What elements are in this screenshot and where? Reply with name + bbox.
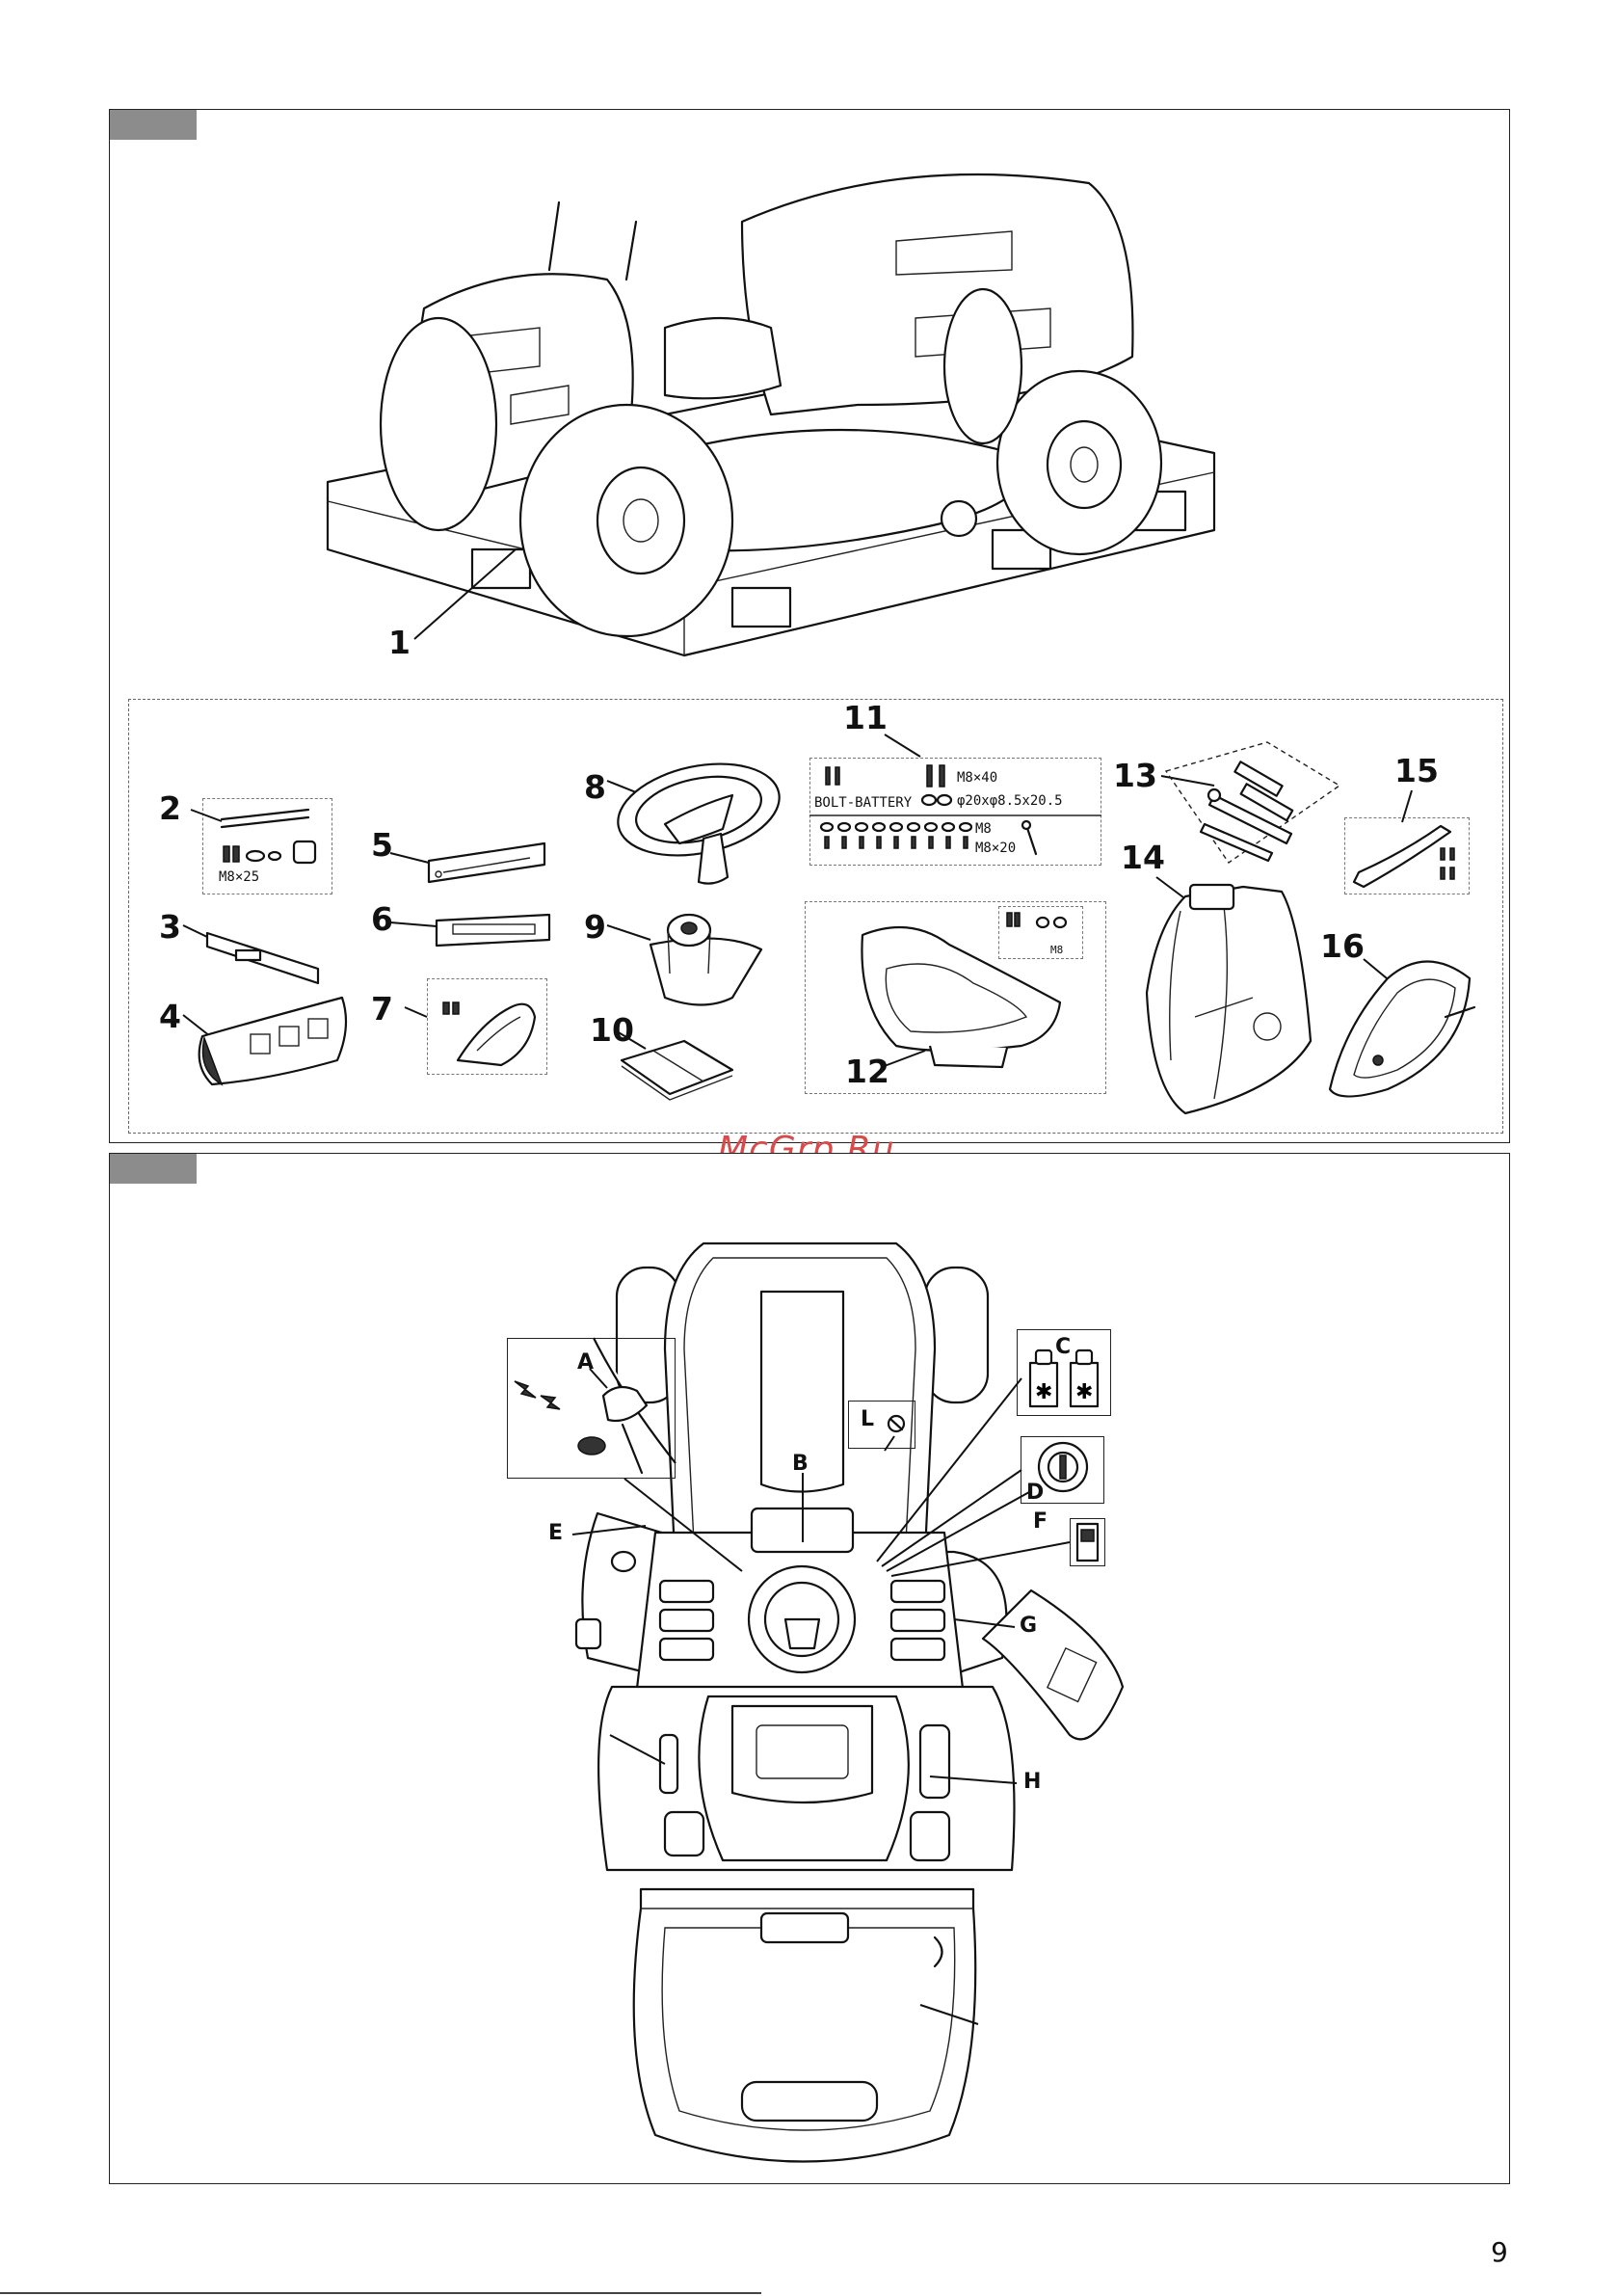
footer-rule <box>0 2292 761 2294</box>
page-number: 9 <box>1491 2236 1508 2268</box>
